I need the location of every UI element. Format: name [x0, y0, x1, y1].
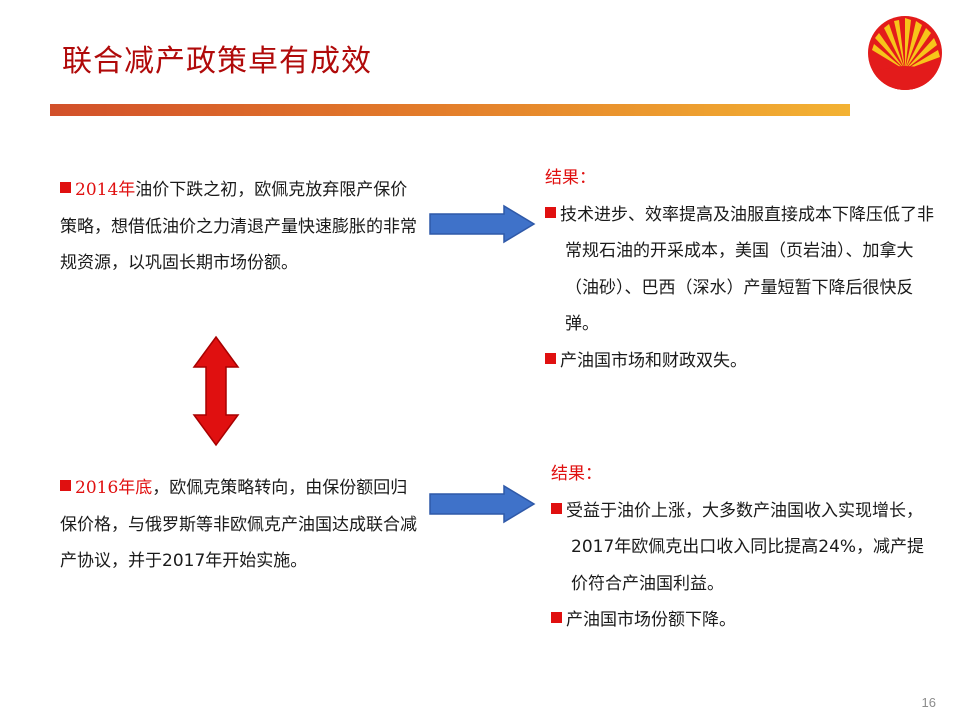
- title-divider: [50, 104, 850, 116]
- bullet-square-icon: [545, 352, 556, 364]
- result-2014-item-1: 技术进步、效率提高及油服直接成本下降压低了非常规石油的开采成本，美国（页岩油）、…: [545, 197, 935, 343]
- result-2016-item-2: 产油国市场份额下降。: [551, 602, 941, 639]
- block-2014-text: 油价下跌之初，欧佩克放弃限产保价策略，想借低油价之力清退产量快速膨胀的非常规资源…: [60, 180, 417, 273]
- year-2014: 2014年: [75, 180, 136, 200]
- year-2016: 2016年底: [75, 478, 153, 498]
- block-2016: 2016年底，欧佩克策略转向，由保份额回归保价格，与俄罗斯等非欧佩克产油国达成联…: [60, 470, 420, 580]
- right-arrow-icon: [429, 484, 536, 524]
- slide-title: 联合减产政策卓有成效: [62, 44, 372, 79]
- vertical-double-arrow-icon: [192, 335, 240, 447]
- right-arrow-icon: [429, 204, 536, 244]
- result-2016-heading: 结果：: [551, 464, 602, 484]
- bullet-square-icon: [551, 612, 562, 623]
- block-2016-text: ，欧佩克策略转向，由保份额回归保价格，与俄罗斯等非欧佩克产油国达成联合减产协议，…: [60, 478, 417, 571]
- page-number: 16: [921, 695, 936, 710]
- result-2014: 结果： 技术进步、效率提高及油服直接成本下降压低了非常规石油的开采成本，美国（页…: [545, 160, 935, 379]
- bullet-square-icon: [60, 182, 71, 193]
- bullet-square-icon: [551, 502, 562, 514]
- result-2016: 结果： 受益于油价上涨，大多数产油国收入实现增长，2017年欧佩克出口收入同比提…: [551, 456, 941, 639]
- bullet-square-icon: [545, 206, 556, 218]
- result-2014-item-2: 产油国市场和财政双失。: [545, 343, 935, 380]
- result-2016-item-1: 受益于油价上涨，大多数产油国收入实现增长，2017年欧佩克出口收入同比提高24%…: [551, 493, 941, 603]
- result-2014-heading: 结果：: [545, 168, 596, 188]
- block-2014: 2014年油价下跌之初，欧佩克放弃限产保价策略，想借低油价之力清退产量快速膨胀的…: [60, 172, 420, 282]
- bullet-square-icon: [60, 480, 71, 491]
- company-logo-icon: [868, 16, 942, 90]
